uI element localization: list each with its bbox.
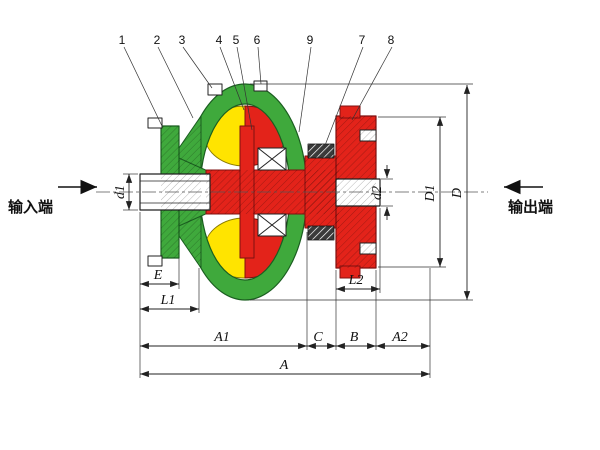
dim-label-A2: A2 (391, 330, 408, 345)
callout-1: 1 (119, 33, 126, 47)
callout-leaders (123, 46, 393, 149)
dim-label-L1: L1 (160, 293, 176, 308)
flange-bolt-hole-bottom (359, 242, 377, 255)
fusible-plug (253, 80, 268, 92)
dim-label-B: B (350, 330, 359, 345)
callout-4: 4 (216, 33, 223, 47)
bearing-top (257, 147, 287, 171)
output-end-label: 输出端 (508, 198, 553, 216)
leader-2 (157, 46, 194, 119)
output-flange-step-top (339, 105, 361, 119)
callout-3: 3 (179, 33, 186, 47)
leader-4 (219, 46, 245, 111)
dim-label-C: C (313, 330, 323, 345)
callout-2: 2 (154, 33, 161, 47)
leader-5 (236, 46, 253, 131)
dim-label-A1: A1 (213, 330, 230, 345)
dim-label-L2: L2 (348, 273, 364, 288)
flange-bolt-hole-top (359, 129, 377, 142)
leader-6 (257, 46, 262, 85)
callout-5: 5 (233, 33, 240, 47)
dim-label-E: E (153, 268, 163, 283)
leader-9 (298, 46, 312, 133)
leader-8 (351, 46, 393, 121)
callout-6: 6 (254, 33, 261, 47)
flange-bolt-bottom (147, 255, 163, 267)
callout-7: 7 (359, 33, 366, 47)
shaft-seal-bottom (307, 225, 335, 241)
leader-3 (182, 46, 213, 89)
shaft-seal-top (307, 143, 335, 159)
callout-9: 9 (307, 33, 314, 47)
dim-label-A: A (279, 358, 289, 373)
dim-label-d1: d1 (113, 185, 128, 199)
dim-label-D1: D1 (423, 184, 438, 202)
callout-8: 8 (388, 33, 395, 47)
dim-label-d2: d2 (370, 186, 385, 200)
bearing-bottom (257, 213, 287, 237)
filler-plug (207, 83, 223, 96)
leader-1 (123, 46, 163, 127)
input-end-label: 输入端 (8, 198, 53, 216)
leader-7 (323, 46, 364, 149)
dim-label-D: D (450, 188, 465, 199)
flange-bolt-top (147, 117, 163, 129)
dimension-lines (125, 85, 471, 378)
